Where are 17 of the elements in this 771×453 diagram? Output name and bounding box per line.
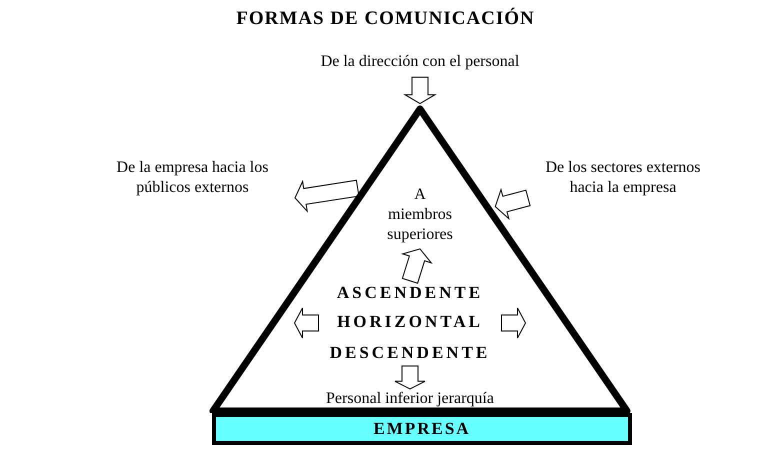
block-arrow: [294, 180, 360, 213]
block-arrow: [494, 188, 531, 220]
flow-label: Personal inferior jerarquía: [275, 389, 545, 409]
flow-label: A miembros superiores: [384, 185, 456, 247]
flow-label: De la dirección con el personal: [260, 52, 580, 74]
flow-label: De la empresa hacia los públicos externos: [90, 158, 295, 200]
level-heading: HORIZONTAL: [322, 311, 498, 335]
block-arrow: [403, 76, 437, 104]
block-arrow: [394, 366, 426, 390]
block-arrow: [400, 248, 433, 284]
flow-label: De los sectores externos hacia la empresa: [528, 158, 718, 200]
diagram-title: FORMAS DE COMUNICACIÓN: [235, 8, 536, 30]
base-bar: EMPRESA: [212, 413, 632, 445]
level-heading: ASCENDENTE: [310, 282, 510, 306]
level-heading: DESCENDENTE: [305, 342, 515, 366]
block-arrow: [294, 308, 319, 338]
block-arrow: [501, 308, 526, 338]
